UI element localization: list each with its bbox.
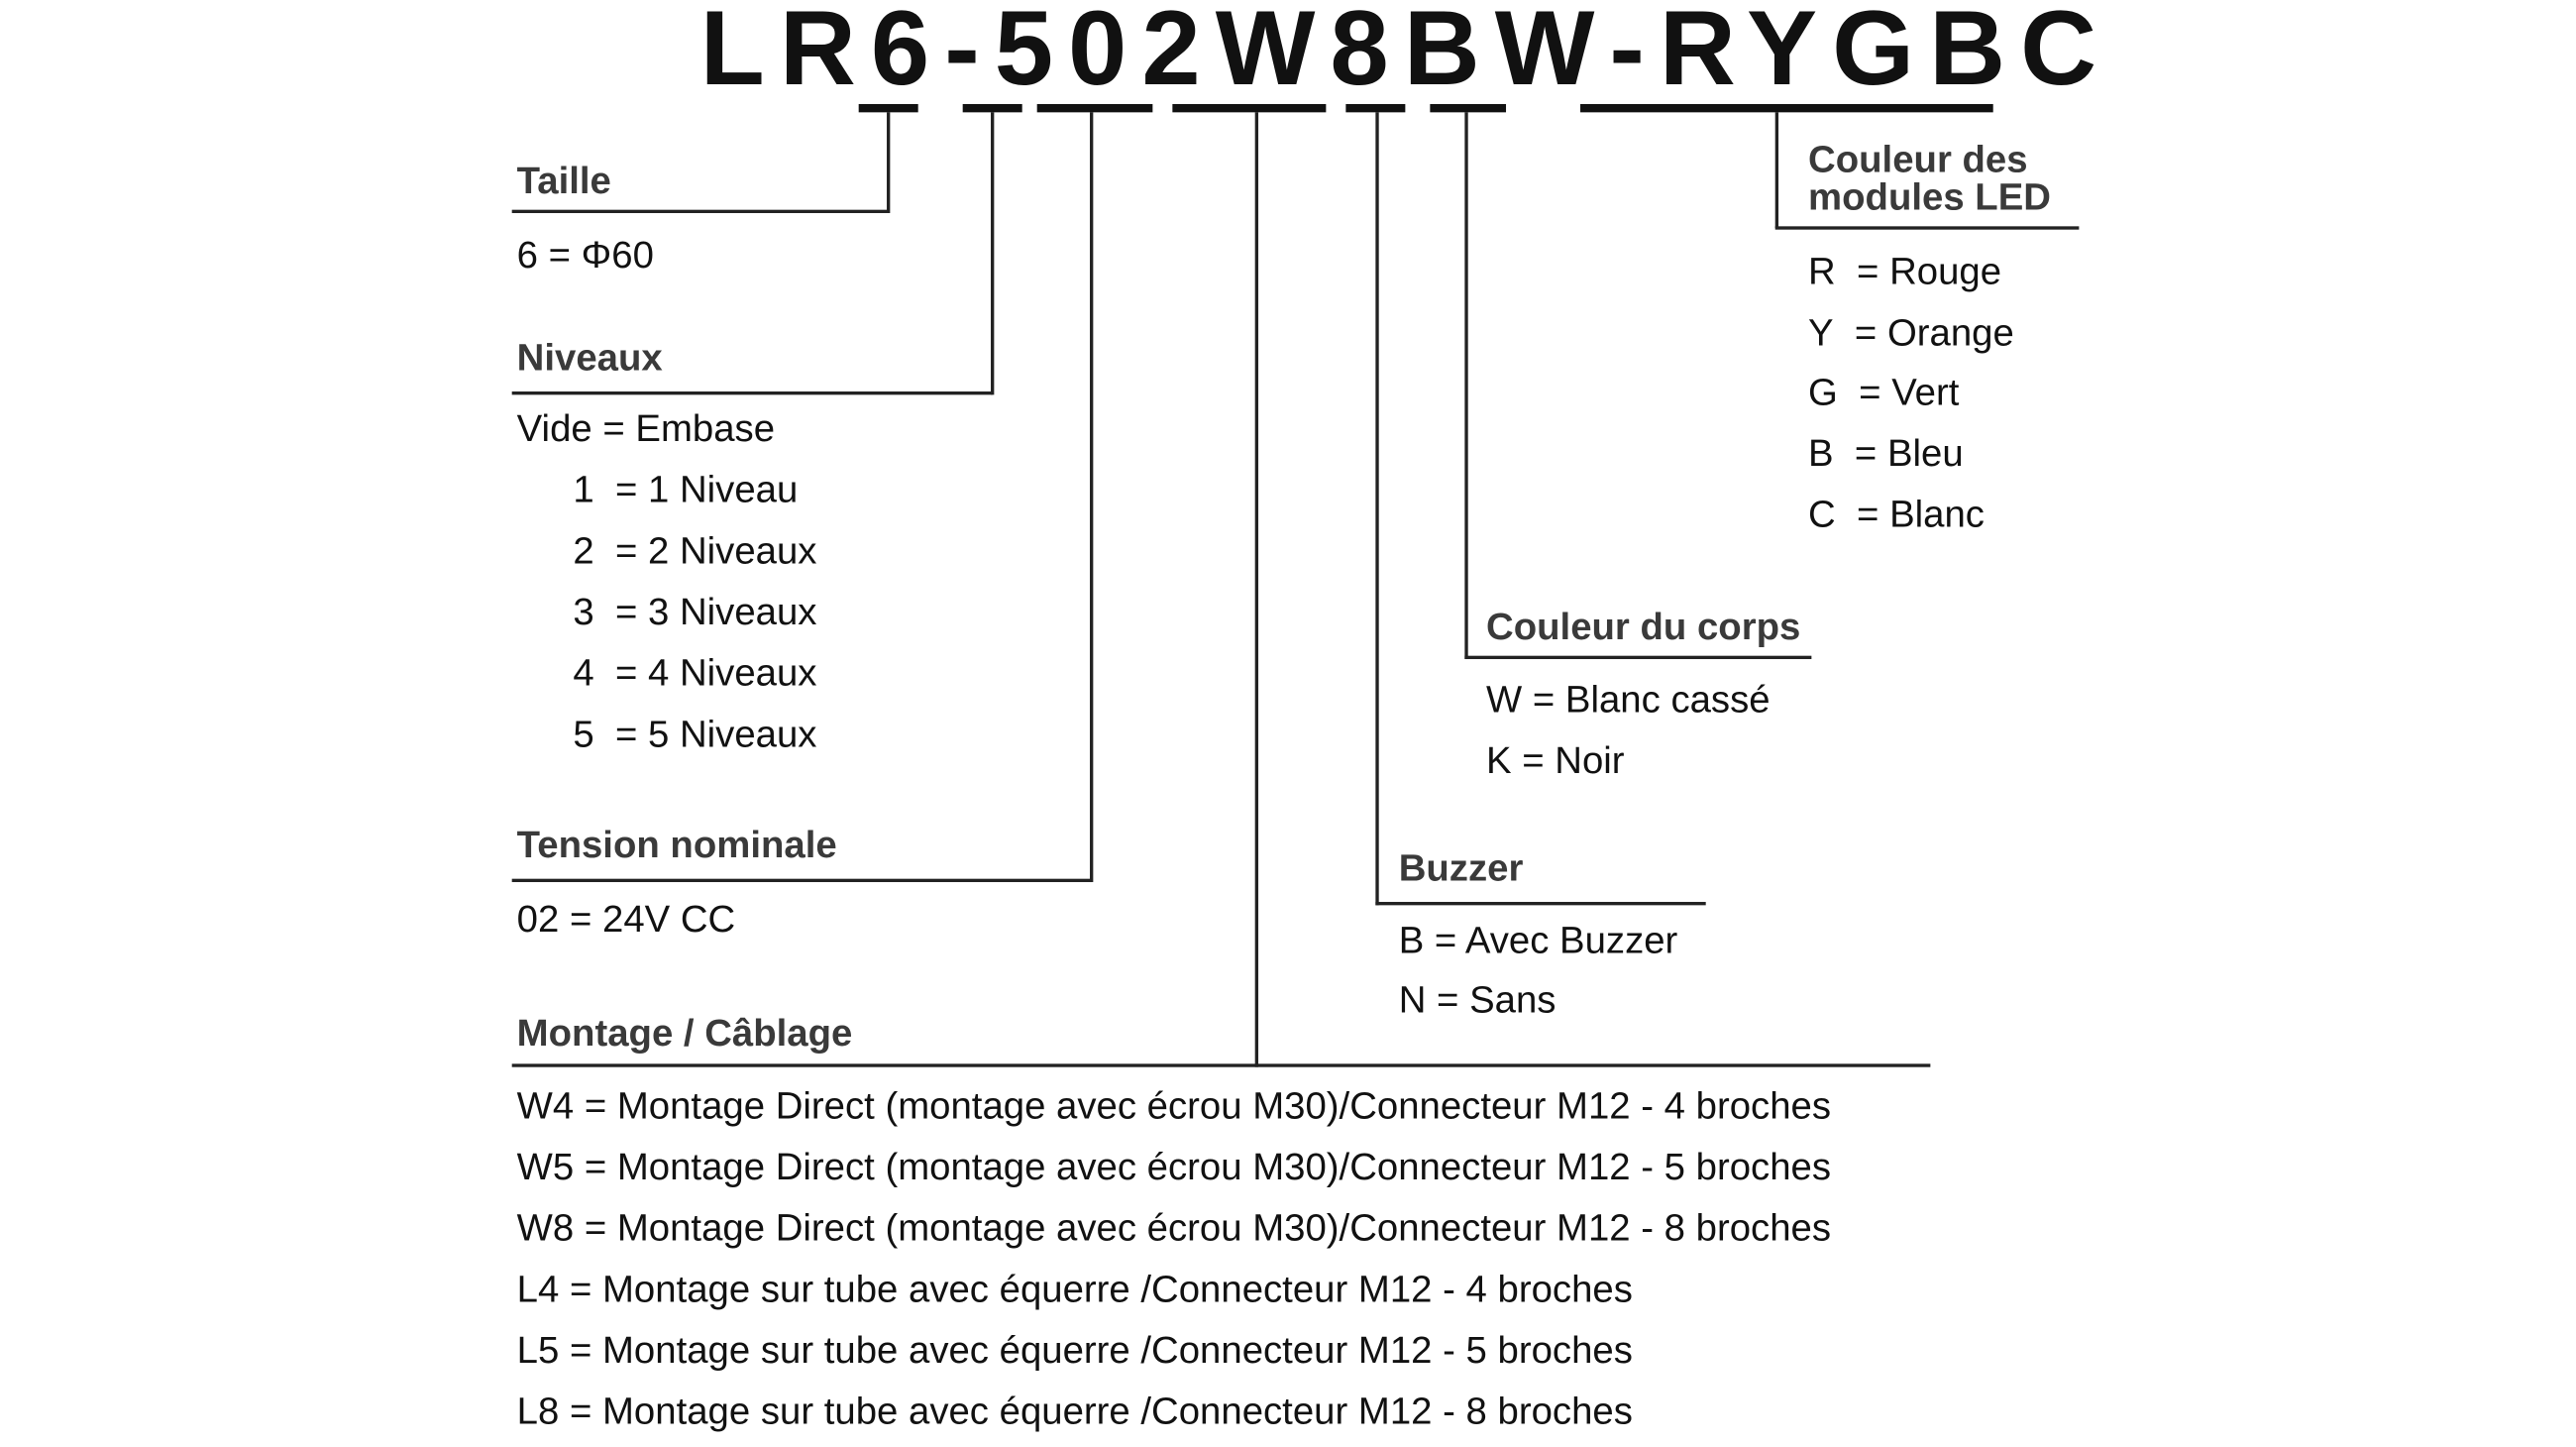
connector-led-colors (1774, 112, 1778, 229)
heading-taille: Taille (516, 159, 611, 202)
connector-mounting (1254, 112, 1258, 1067)
underline-voltage (1036, 104, 1153, 113)
divider-niveaux (511, 391, 993, 394)
underline-size (858, 104, 918, 113)
heading-led-line2: modules LED (1808, 174, 2051, 219)
divider-corps (1464, 655, 1812, 659)
montage-item: L5 = Montage sur tube avec équerre /Conn… (516, 1328, 1633, 1372)
led-item: R = Rouge (1808, 249, 2002, 293)
led-item: G = Vert (1808, 370, 1960, 413)
montage-item: L8 = Montage sur tube avec équerre /Conn… (516, 1389, 1633, 1433)
buzzer-item: B = Avec Buzzer (1398, 918, 1678, 962)
niveaux-item: 1 = 1 Niveau (573, 467, 799, 511)
connector-buzzer (1375, 112, 1378, 906)
code-series: LR (699, 0, 871, 108)
code-voltage: 02 (1068, 0, 1216, 108)
heading-buzzer: Buzzer (1398, 845, 1524, 889)
niveaux-item: 2 = 2 Niveaux (573, 528, 817, 572)
divider-led (1774, 226, 2080, 229)
underline-mounting (1172, 104, 1327, 113)
connector-size (887, 112, 890, 214)
code-buzzer: B (1403, 0, 1495, 108)
heading-corps: Couleur du corps (1486, 605, 1801, 648)
divider-taille (511, 209, 889, 213)
code-size: 6 (870, 0, 945, 108)
tension-item: 02 = 24V CC (516, 897, 736, 941)
corps-item: K = Noir (1486, 738, 1625, 782)
led-item: Y = Orange (1808, 310, 2014, 354)
led-item: C = Blanc (1808, 492, 1985, 536)
code-levels: 5 (994, 0, 1069, 108)
montage-item: W5 = Montage Direct (montage avec écrou … (516, 1145, 1832, 1188)
code-led-colors: RYGBC (1659, 0, 2112, 108)
niveaux-item: 4 = 4 Niveaux (573, 650, 817, 695)
code-body-color: W (1494, 0, 1610, 108)
underline-levels (962, 104, 1022, 113)
montage-item: L4 = Montage sur tube avec équerre /Conn… (516, 1267, 1633, 1310)
connector-levels (991, 112, 994, 395)
underline-buzzer (1345, 104, 1406, 113)
taille-item: 6 = Φ60 (516, 233, 654, 277)
heading-led-line1: Couleur des (1808, 137, 2028, 180)
heading-tension: Tension nominale (516, 823, 837, 866)
heading-montage: Montage / Câblage (516, 1011, 853, 1055)
connector-body-color (1464, 112, 1467, 660)
corps-item: W = Blanc cassé (1486, 677, 1771, 721)
divider-tension (511, 878, 1092, 882)
niveaux-item: 5 = 5 Niveaux (573, 712, 817, 755)
code-dash: - (1609, 0, 1660, 108)
niveaux-item: 3 = 3 Niveaux (573, 590, 817, 633)
montage-item: W4 = Montage Direct (montage avec écrou … (516, 1083, 1832, 1127)
code-mounting: W8 (1215, 0, 1404, 108)
led-item: B = Bleu (1808, 431, 1964, 475)
buzzer-item: N = Sans (1398, 977, 1556, 1022)
niveaux-item: Vide = Embase (516, 406, 776, 450)
heading-niveaux: Niveaux (516, 335, 663, 379)
underline-body-color (1430, 104, 1507, 113)
divider-montage (511, 1063, 1931, 1066)
connector-voltage (1090, 112, 1093, 883)
code-dash: - (944, 0, 995, 108)
underline-led-colors (1580, 104, 1993, 113)
montage-item: W8 = Montage Direct (montage avec écrou … (516, 1205, 1832, 1250)
divider-buzzer (1375, 902, 1706, 905)
